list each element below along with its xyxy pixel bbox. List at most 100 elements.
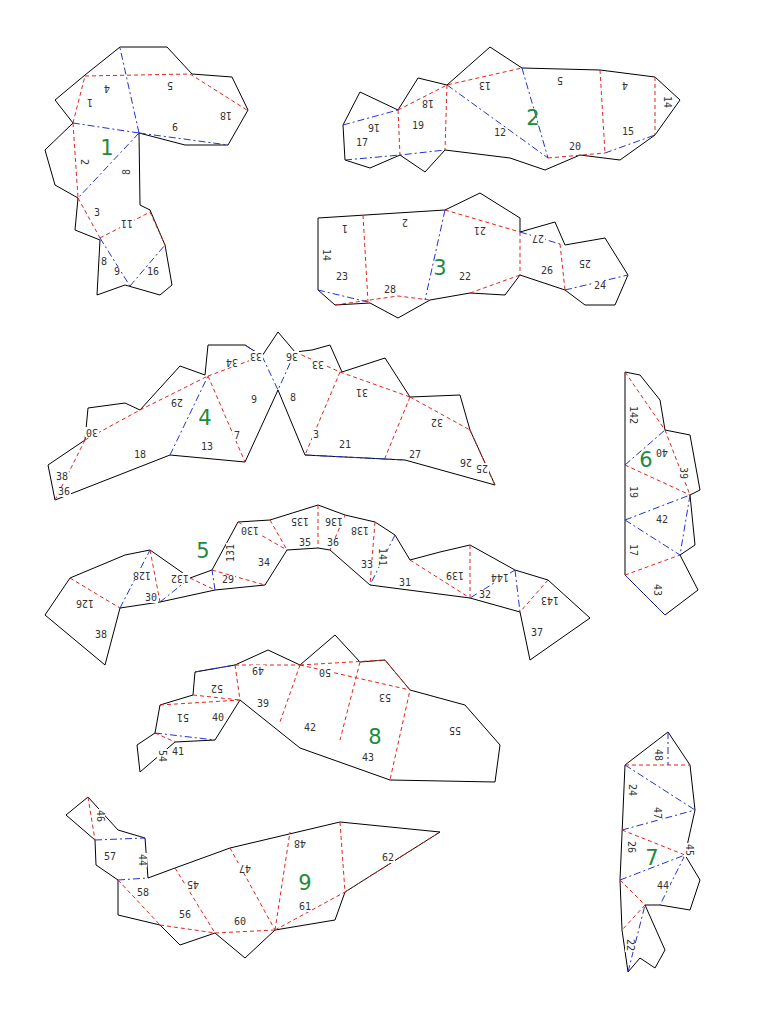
- edge-number: 27: [408, 450, 422, 460]
- edge-number: 48: [653, 748, 663, 762]
- edge-number: 21: [338, 440, 352, 450]
- piece-number: 4: [197, 408, 212, 429]
- piece-number: 1: [99, 138, 114, 159]
- edge-number: 36: [57, 487, 71, 497]
- edge-number: 22: [625, 938, 635, 952]
- edge-number: 17: [628, 543, 638, 557]
- edge-number: 44: [656, 881, 670, 891]
- edge-number: 4: [621, 80, 629, 90]
- edge-number: 8: [100, 257, 108, 267]
- edge-number: 19: [411, 121, 425, 131]
- edge-number: 8: [122, 168, 132, 176]
- edge-number: 27: [531, 233, 545, 243]
- edge-number: 131: [226, 543, 236, 563]
- edge-number: 12: [493, 128, 507, 138]
- edge-number: 51: [176, 712, 190, 722]
- edge-number: 16: [367, 122, 381, 132]
- edge-number: 46: [95, 809, 105, 823]
- edge-number: 18: [219, 110, 233, 120]
- piece-number: 5: [195, 541, 210, 562]
- edge-number: 54: [157, 749, 167, 763]
- edge-number: 130: [240, 525, 260, 535]
- edge-number: 5: [556, 75, 564, 85]
- edge-number: 41: [171, 747, 185, 757]
- edge-number: 9: [113, 267, 121, 277]
- edge-number: 60: [233, 917, 247, 927]
- piece-3: [318, 193, 628, 318]
- edge-number: 1: [341, 223, 349, 233]
- edge-number: 33: [360, 560, 374, 570]
- piece-5: [45, 505, 590, 665]
- edge-number: 24: [593, 281, 607, 291]
- edge-number: 3: [312, 430, 320, 440]
- edge-number: 42: [303, 723, 317, 733]
- edge-number: 14: [321, 248, 331, 262]
- edge-number: 144: [490, 572, 510, 582]
- edge-number: 8: [289, 393, 297, 403]
- piece-number: 7: [644, 848, 659, 869]
- edge-number: 126: [75, 598, 95, 608]
- edge-number: 33: [311, 359, 325, 369]
- edge-number: 44: [137, 853, 147, 867]
- piece-number: 6: [638, 450, 653, 471]
- edge-number: 30: [85, 427, 99, 437]
- edge-number: 142: [628, 405, 638, 425]
- edge-number: 43: [361, 753, 375, 763]
- edge-number: 30: [144, 593, 158, 603]
- edge-number: 45: [684, 843, 694, 857]
- piece-7: [620, 732, 700, 972]
- edge-number: 29: [221, 575, 235, 585]
- edge-number: 38: [94, 630, 108, 640]
- edge-number: 47: [652, 806, 662, 820]
- edge-number: 31: [398, 578, 412, 588]
- edge-number: 19: [628, 485, 638, 499]
- edge-number: 38: [55, 472, 69, 482]
- edge-number: 13: [478, 80, 492, 90]
- edge-number: 17: [355, 138, 369, 148]
- edge-number: 15: [621, 127, 635, 137]
- edge-number: 48: [293, 838, 307, 848]
- edge-number: 14: [662, 95, 672, 109]
- edge-number: 21: [473, 225, 487, 235]
- edge-number: 4: [103, 83, 111, 93]
- edge-number: 23: [335, 272, 349, 282]
- edge-number: 32: [430, 417, 444, 427]
- edge-number: 42: [655, 515, 669, 525]
- edge-number: 128: [132, 570, 152, 580]
- edge-number: 37: [530, 628, 544, 638]
- edge-number: 5: [166, 80, 174, 90]
- edge-number: 3: [93, 208, 101, 218]
- edge-number: 7: [233, 431, 241, 441]
- edge-number: 26: [626, 840, 636, 854]
- edge-number: 2: [401, 217, 409, 227]
- piece-6: [625, 372, 700, 615]
- edge-number: 50: [318, 667, 332, 677]
- edge-number: 143: [540, 595, 560, 605]
- edge-number: 33: [249, 351, 263, 361]
- edge-number: 40: [211, 713, 225, 723]
- edge-number: 1: [86, 97, 94, 107]
- edge-number: 35: [298, 538, 312, 548]
- edge-number: 36: [285, 351, 299, 361]
- edge-number: 136: [324, 516, 344, 526]
- edge-number: 16: [146, 267, 160, 277]
- edge-number: 6: [171, 123, 179, 133]
- edge-number: 43: [652, 583, 662, 597]
- edge-number: 62: [381, 853, 395, 863]
- edge-number: 20: [568, 142, 582, 152]
- edge-number: 57: [103, 852, 117, 862]
- edge-number: 24: [627, 783, 637, 797]
- edge-number: 135: [290, 516, 310, 526]
- edge-number: 13: [200, 442, 214, 452]
- edge-number: 52: [210, 683, 224, 693]
- edge-number: 25: [475, 463, 489, 473]
- edge-number: 34: [225, 357, 239, 367]
- edge-number: 9: [250, 395, 258, 405]
- edge-number: 55: [448, 725, 462, 735]
- edge-number: 40: [655, 447, 669, 457]
- piece-4: [48, 332, 495, 500]
- edge-number: 49: [251, 665, 265, 675]
- edge-number: 141: [377, 547, 387, 567]
- edge-number: 53: [378, 692, 392, 702]
